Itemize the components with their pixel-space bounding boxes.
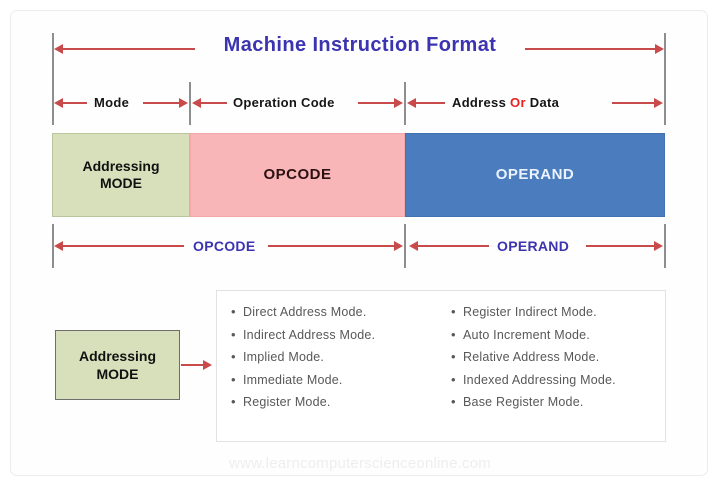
guide-line-right-top bbox=[664, 33, 666, 125]
field-box-addressing-mode: Addressing MODE bbox=[52, 133, 190, 217]
list-item-label: Register Mode. bbox=[243, 395, 331, 409]
list-item: • Relative Address Mode. bbox=[451, 350, 665, 364]
title-arrow-line-right bbox=[525, 48, 656, 50]
list-item: • Register Mode. bbox=[231, 395, 445, 409]
operand-label-arrow-head-right bbox=[654, 98, 663, 108]
field-box-opcode: OPCODE bbox=[190, 133, 405, 217]
field-label-or: Or bbox=[510, 95, 526, 110]
operand-band-arrow-head-left bbox=[409, 241, 418, 251]
list-item-label: Immediate Mode. bbox=[243, 372, 343, 387]
operand-band-arrow-line-right bbox=[586, 245, 654, 247]
opcode-label-arrow-line-right bbox=[358, 102, 394, 104]
addressing-mode-connector-line bbox=[181, 364, 203, 366]
field-label-operation-code: Operation Code bbox=[233, 95, 335, 110]
title-arrow-line-left bbox=[62, 48, 195, 50]
list-item: • Indexed Addressing Mode. bbox=[451, 373, 665, 387]
bullet-icon: • bbox=[451, 326, 456, 342]
opcode-label-arrow-head-left bbox=[192, 98, 201, 108]
opcode-band-arrow-head-left bbox=[54, 241, 63, 251]
operand-label-arrow-line-right bbox=[612, 102, 654, 104]
mode-arrow-head-left bbox=[54, 98, 63, 108]
operand-band-arrow-head-right bbox=[654, 241, 663, 251]
guide-line-left-bottom bbox=[52, 224, 54, 268]
guide-line-mid1-top bbox=[189, 82, 191, 125]
band-label-opcode: OPCODE bbox=[193, 238, 256, 254]
list-item-label: Relative Address Mode. bbox=[463, 350, 600, 364]
operand-label-arrow-line-left bbox=[415, 102, 445, 104]
list-item-label: Direct Address Mode. bbox=[243, 305, 367, 319]
bullet-icon: • bbox=[451, 394, 456, 409]
opcode-label-arrow-head-right bbox=[394, 98, 403, 108]
opcode-band-arrow-head-right bbox=[394, 241, 403, 251]
bullet-icon: • bbox=[451, 349, 456, 364]
bullet-icon: • bbox=[231, 326, 236, 342]
mode-arrow-head-right bbox=[179, 98, 188, 108]
list-item: • Register Indirect Mode. bbox=[451, 305, 665, 319]
title-arrow-head-left bbox=[54, 44, 63, 54]
list-item-label: Indexed Addressing Mode. bbox=[463, 372, 616, 387]
guide-line-mid2-top bbox=[404, 82, 406, 125]
addressing-mode-connector-head bbox=[203, 360, 212, 370]
opcode-band-arrow-line-left bbox=[62, 245, 184, 247]
title-arrow-head-right bbox=[655, 44, 664, 54]
list-item: • Implied Mode. bbox=[231, 350, 445, 364]
addressing-mode-list-column-2: • Register Indirect Mode. • Auto Increment… bbox=[445, 291, 665, 441]
guide-line-right-bottom bbox=[664, 224, 666, 268]
opcode-band-arrow-line-right bbox=[268, 245, 394, 247]
list-item: • Direct Address Mode. bbox=[231, 305, 445, 319]
guide-line-mid-bottom bbox=[404, 224, 406, 268]
addressing-mode-list-column-1: • Direct Address Mode. • Indirect Address … bbox=[217, 291, 445, 441]
field-box-addressing-mode-line2: MODE bbox=[99, 175, 142, 191]
operand-label-arrow-head-left bbox=[407, 98, 416, 108]
bullet-icon: • bbox=[231, 304, 236, 319]
addressing-mode-box: Addressing MODE bbox=[55, 330, 180, 400]
opcode-label-arrow-line-left bbox=[200, 102, 227, 104]
list-item-label: Register Indirect Mode. bbox=[463, 305, 597, 319]
page-title: Machine Instruction Format bbox=[223, 34, 497, 56]
bullet-icon: • bbox=[231, 394, 236, 409]
addressing-mode-list: • Direct Address Mode. • Indirect Address … bbox=[216, 290, 666, 442]
guide-line-left-top bbox=[52, 33, 54, 125]
list-item: • Auto Increment Mode. bbox=[451, 328, 665, 342]
bullet-icon: • bbox=[231, 349, 236, 364]
bullet-icon: • bbox=[451, 304, 456, 319]
list-item: • Base Register Mode. bbox=[451, 395, 665, 409]
field-label-data: Data bbox=[529, 95, 560, 110]
band-label-operand: OPERAND bbox=[497, 238, 570, 254]
list-item: • Indirect Address Mode. bbox=[231, 328, 445, 342]
addressing-mode-box-line2: MODE bbox=[96, 366, 139, 382]
field-label-address-or-data: Address Or Data bbox=[452, 95, 559, 110]
list-item: • Immediate Mode. bbox=[231, 373, 445, 387]
bullet-icon: • bbox=[451, 371, 456, 387]
field-box-addressing-mode-line1: Addressing bbox=[82, 157, 160, 174]
mode-arrow-line-left bbox=[62, 102, 87, 104]
addressing-mode-box-line1: Addressing bbox=[78, 347, 156, 364]
operand-band-arrow-line-left bbox=[417, 245, 489, 247]
field-label-mode: Mode bbox=[94, 95, 130, 110]
mode-arrow-line-right bbox=[143, 102, 179, 104]
list-item-label: Indirect Address Mode. bbox=[243, 327, 376, 342]
field-box-operand: OPERAND bbox=[405, 133, 665, 217]
bullet-icon: • bbox=[231, 371, 236, 387]
list-item-label: Implied Mode. bbox=[243, 350, 325, 364]
list-item-label: Base Register Mode. bbox=[463, 395, 584, 409]
field-label-address: Address bbox=[452, 95, 507, 110]
watermark: www.learncomputerscienceonline.com bbox=[229, 455, 491, 472]
list-item-label: Auto Increment Mode. bbox=[463, 327, 590, 342]
